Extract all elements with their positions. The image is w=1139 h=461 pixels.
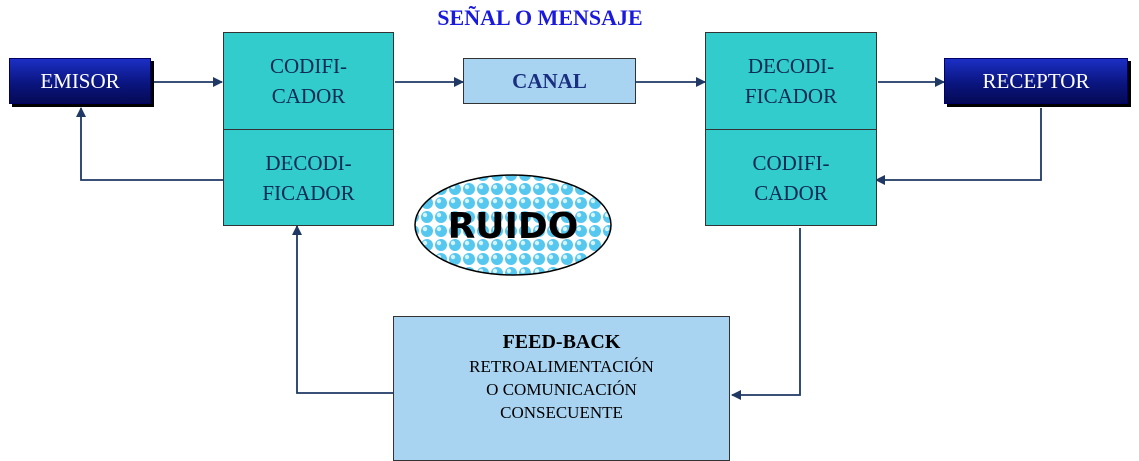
receptor-box: RECEPTOR: [944, 58, 1128, 104]
feedback-title: FEED-BACK: [502, 331, 621, 353]
arrow-feedback-to-decodificador: [292, 225, 393, 394]
feedback-line-1: RETROALIMENTACIÓN: [469, 357, 654, 376]
arrow-decodificador-to-emisor: [76, 107, 223, 181]
arrow-codificador-to-feedback: [731, 228, 801, 400]
feedback-line-2: O COMUNICACIÓN: [486, 380, 637, 399]
feedback-box: FEED-BACK RETROALIMENTACIÓN O COMUNICACI…: [393, 316, 730, 461]
decodificador-right-box: DECODI- FICADOR: [705, 32, 877, 130]
diagram-title: SEÑAL O MENSAJE: [437, 5, 643, 30]
feedback-line-3: CONSECUENTE: [500, 403, 623, 422]
canal-box: CANAL: [463, 58, 636, 104]
ruido-ellipse: [414, 174, 612, 276]
arrow-receptor-to-codificador: [875, 108, 1042, 185]
emisor-box: EMISOR: [9, 58, 151, 104]
decodificador-left-box: DECODI- FICADOR: [223, 129, 394, 226]
codificador-left-box: CODIFI- CADOR: [223, 32, 394, 130]
ruido-label: RUIDO: [448, 206, 579, 247]
codificador-right-box: CODIFI- CADOR: [705, 129, 877, 226]
